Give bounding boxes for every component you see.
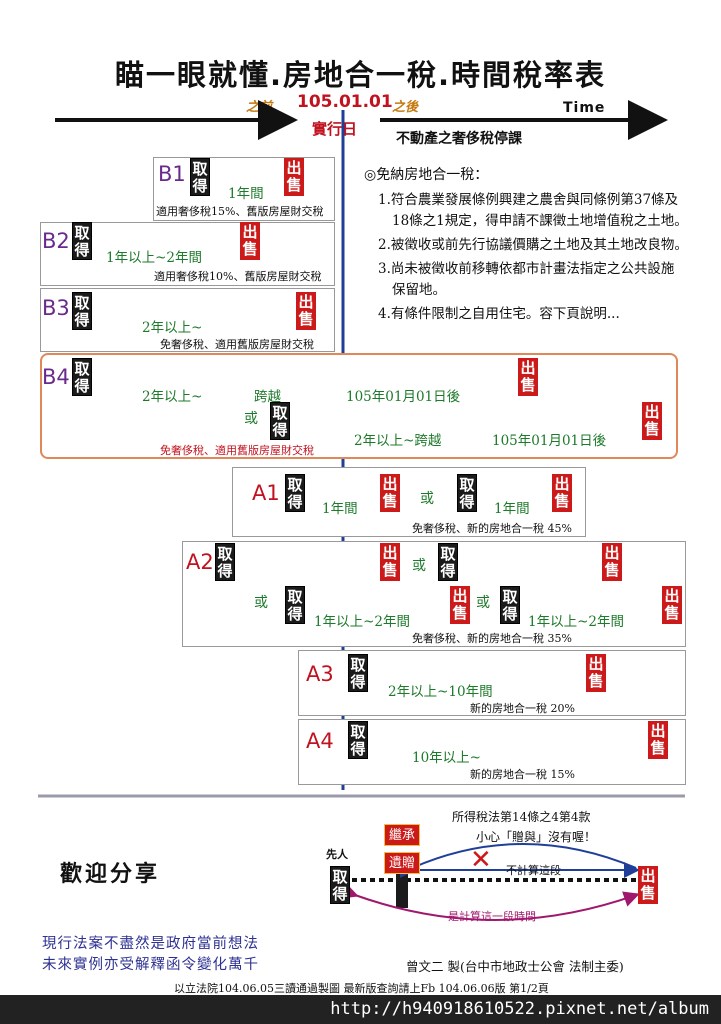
exemption-note: 3.尚未被徵收前移轉依都市計畫法指定之公共設施 xyxy=(378,261,675,277)
buy-marker: 取得 xyxy=(72,292,92,330)
buy-marker: 取得 xyxy=(72,222,92,260)
buy-marker: 取得 xyxy=(215,543,235,581)
sell-marker: 出售 xyxy=(380,474,400,512)
case-code: A1 xyxy=(252,481,280,505)
inherit-badge: 繼承 xyxy=(384,824,420,846)
sell-marker: 出售 xyxy=(552,474,572,512)
case-code: A2 xyxy=(186,550,214,574)
sell-marker: 出售 xyxy=(518,358,538,396)
exemption-notes-title: ◎免納房地合一稅： xyxy=(364,167,489,183)
sell-marker: 出售 xyxy=(638,866,658,904)
period-label: 1年間 xyxy=(322,501,358,517)
exemption-note: 保留地。 xyxy=(392,282,446,298)
tax-caption: 免奢侈稅、適用舊版房屋財交稅 xyxy=(160,338,314,351)
timeline-time-label: Time xyxy=(563,100,606,116)
buy-marker: 取得 xyxy=(438,543,458,581)
sell-marker: 出售 xyxy=(450,586,470,624)
sell-marker: 出售 xyxy=(296,292,316,330)
sell-marker: 出售 xyxy=(642,402,662,440)
period-label: 105年01月01日後 xyxy=(346,389,461,405)
period-label: 10年以上~ xyxy=(412,750,481,766)
period-label: 2年以上~10年間 xyxy=(388,684,493,700)
cross-icon: ✕ xyxy=(470,845,492,875)
or-label: 或 xyxy=(244,411,258,427)
period-label: 1年間 xyxy=(494,501,530,517)
tax-caption: 免奢侈稅、新的房地合一稅 45% xyxy=(412,522,572,535)
sell-marker: 出售 xyxy=(648,721,668,759)
tax-caption: 適用奢侈稅10%、舊版房屋財交稅 xyxy=(154,270,322,283)
period-label: 1年以上~2年間 xyxy=(106,250,202,266)
footer-note: 以立法院104.06.05三讀通過製圖 最新版查詢請上Fb 104.06.06版… xyxy=(174,982,549,995)
case-code: B4 xyxy=(42,365,70,389)
luxury-tax-stop-label: 不動產之奢侈稅停課 xyxy=(396,131,522,147)
buy-marker: 取得 xyxy=(330,866,350,904)
gift-badge: 遺贈 xyxy=(384,852,420,874)
buy-marker: 取得 xyxy=(348,721,368,759)
author-credit: 曾文二 製(台中市地政士公會 法制主委) xyxy=(406,959,624,974)
buy-marker: 取得 xyxy=(285,586,305,624)
case-code: B3 xyxy=(42,296,70,320)
sell-marker: 出售 xyxy=(602,543,622,581)
tax-caption: 新的房地合一稅 15% xyxy=(470,768,575,781)
disclaimer-line-2: 未來實例亦受解釋函令變化萬千 xyxy=(42,957,259,973)
period-label: 2年以上~ xyxy=(142,389,203,405)
sell-marker: 出售 xyxy=(586,654,606,692)
page-title: 瞄一眼就懂.房地合一稅.時間稅率表 xyxy=(114,58,607,92)
counted-label: 是計算這一段時間 xyxy=(448,910,536,923)
tax-caption: 新的房地合一稅 20% xyxy=(470,702,575,715)
tax-caption: 免奢侈稅、新的房地合一稅 35% xyxy=(412,632,572,645)
case-code: B1 xyxy=(158,162,186,186)
buy-marker: 取得 xyxy=(270,402,290,440)
or-label: 或 xyxy=(420,491,434,507)
share-heading: 歡迎分享 xyxy=(60,861,161,887)
sell-marker: 出售 xyxy=(284,158,304,196)
case-code: B2 xyxy=(42,229,70,253)
counted-arrow xyxy=(341,883,640,921)
case-code: A3 xyxy=(306,662,334,686)
buy-marker: 取得 xyxy=(72,358,92,396)
period-label: 1年以上~2年間 xyxy=(314,614,410,630)
tax-caption: 免奢侈稅、適用舊版房屋財交稅 xyxy=(160,444,314,457)
source-url-bar[interactable]: http://h940918610522.pixnet.net/album xyxy=(0,995,721,1024)
case-box-b4 xyxy=(40,353,678,459)
buy-marker: 取得 xyxy=(348,654,368,692)
exemption-note: 4.有條件限制之自用住宅。容下頁說明... xyxy=(378,306,620,322)
or-label: 或 xyxy=(412,558,426,574)
period-label: 2年以上~跨越 xyxy=(354,433,442,449)
not-counted-label: 不計算這段 xyxy=(506,864,561,877)
disclaimer-line-1: 現行法案不盡然是政府當前想法 xyxy=(42,936,259,952)
sell-marker: 出售 xyxy=(380,543,400,581)
tax-caption: 適用奢侈稅15%、舊版房屋財交稅 xyxy=(156,205,324,218)
or-label: 或 xyxy=(476,595,490,611)
sell-marker: 出售 xyxy=(662,586,682,624)
tax-law-reference: 所得稅法第14條之4第4款 xyxy=(452,810,591,824)
timeline-after-label: 之後 xyxy=(392,100,419,115)
period-label: 2年以上~ xyxy=(142,320,203,336)
exemption-note: 2.被徵收或前先行協議價購之土地及其土地改良物。 xyxy=(378,237,688,253)
gift-warning: 小心「贈與」沒有喔！ xyxy=(476,830,597,844)
implementation-date-label: 實行日 xyxy=(312,120,358,138)
buy-marker: 取得 xyxy=(190,158,210,196)
buy-marker: 取得 xyxy=(500,586,520,624)
period-label: 105年01月01日後 xyxy=(492,433,607,449)
exemption-note: 1.符合農業發展條例興建之農舍與同條例第37條及 xyxy=(378,192,679,208)
or-label: 或 xyxy=(254,595,268,611)
timeline-date-label: 105.01.01 xyxy=(297,92,393,112)
case-box-b1 xyxy=(153,157,335,221)
buy-marker: 取得 xyxy=(457,474,477,512)
exemption-note: 18條之1規定，得申請不課徵土地增值稅之土地。 xyxy=(392,213,688,229)
period-label: 1年間 xyxy=(228,186,264,202)
buy-marker: 取得 xyxy=(285,474,305,512)
period-label: 1年以上~2年間 xyxy=(528,614,624,630)
predecessor-label: 先人 xyxy=(326,848,348,861)
sell-marker: 出售 xyxy=(240,222,260,260)
period-label: 跨越 xyxy=(254,389,281,405)
case-code: A4 xyxy=(306,729,334,753)
